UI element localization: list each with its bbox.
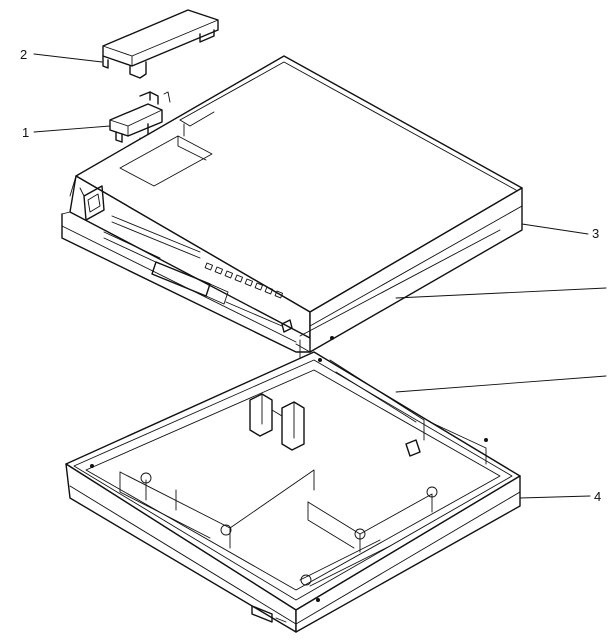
center-post bbox=[249, 393, 305, 451]
part-3-top-unit bbox=[61, 55, 523, 353]
button-row bbox=[204, 262, 283, 299]
part-4-bottom-base bbox=[65, 351, 521, 633]
callout-3: 3 bbox=[592, 226, 599, 241]
callout-1: 1 bbox=[22, 125, 29, 140]
part-2-cover-cap bbox=[102, 9, 219, 79]
callout-2: 2 bbox=[20, 47, 27, 62]
leader-lines bbox=[33, 53, 607, 499]
callout-labels: 2 1 3 4 bbox=[20, 47, 601, 504]
callout-4: 4 bbox=[594, 489, 601, 504]
part-1-bracket bbox=[109, 91, 171, 143]
